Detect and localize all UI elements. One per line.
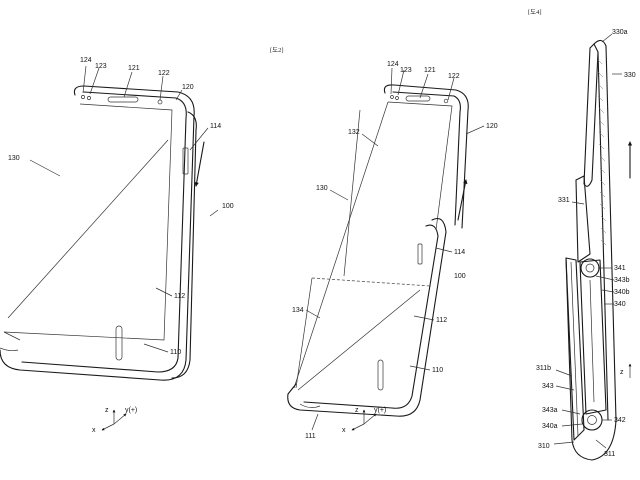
ref-label: 123 [400,67,412,74]
figure-3-ref-labels: 330a 330 331 341 343b 340b 340 311b 343 … [536,29,636,458]
ref-label: 134 [292,307,304,314]
ref-label: 343 [542,383,554,390]
ref-label: 100 [454,273,466,280]
axis-label: x [342,427,346,434]
ref-label: 342 [614,417,626,424]
figure-label: [도4] [528,8,542,16]
ref-label: 124 [387,61,399,68]
ref-label: 110 [432,367,443,374]
ref-label: 114 [210,123,221,130]
ref-label: 341 [614,265,626,272]
axis-label: x [92,427,96,434]
ref-label: 340 [614,301,626,308]
ref-label: 311 [604,451,615,458]
ref-label: 111 [305,433,316,440]
figure-2-ref-labels: 124 123 121 122 120 132 130 114 100 134 … [292,61,498,440]
ref-label: 132 [348,129,360,136]
ref-label: 122 [448,73,460,80]
figure-3-leaders [553,33,622,449]
axis-label: z [355,407,359,414]
ref-label: 114 [454,249,465,256]
ref-label: 121 [424,67,436,74]
ref-label: 122 [158,70,170,77]
figure-label: [도2] [270,46,284,54]
ref-label: 331 [558,197,570,204]
ref-label: 343b [614,277,630,284]
ref-label: 340b [614,289,630,296]
ref-label: 310 [538,443,550,450]
ref-label: 130 [8,155,20,162]
figure-1-ref-labels: 124 123 121 122 120 114 130 100 112 110 [8,57,234,356]
slide-up-arrow-icon [457,179,468,221]
ref-label: 112 [174,293,185,300]
figure-3-axes: z [620,363,632,378]
ref-label: 121 [128,65,140,72]
axis-label: y(+) [374,407,386,414]
figure-1-device [0,85,197,381]
figure-1-leaders [29,65,219,353]
ref-label: 123 [95,63,107,70]
figure-1-axes: z y(+) x [92,407,137,434]
figure-2-axes: z y(+) x [342,407,386,434]
ref-label: 311b [536,365,551,372]
figure-3-section [565,39,617,461]
ref-label: 124 [80,57,92,64]
ref-label: 330 [624,72,636,79]
ref-label: 120 [486,123,498,130]
slide-down-arrow-icon [194,141,205,187]
axis-label: z [620,369,624,376]
ref-label: 330a [612,29,628,36]
ref-label: 112 [436,317,447,324]
ref-label: 100 [222,203,234,210]
ref-label: 120 [182,84,194,91]
ref-label: 130 [316,185,328,192]
figure-2-device [287,84,469,417]
axis-label: y(+) [125,407,137,414]
ref-label: 110 [170,349,181,356]
axis-label: z [105,407,109,414]
ref-label: 343a [542,407,558,414]
figure-2-leaders [305,67,485,431]
ref-label: 340a [542,423,558,430]
